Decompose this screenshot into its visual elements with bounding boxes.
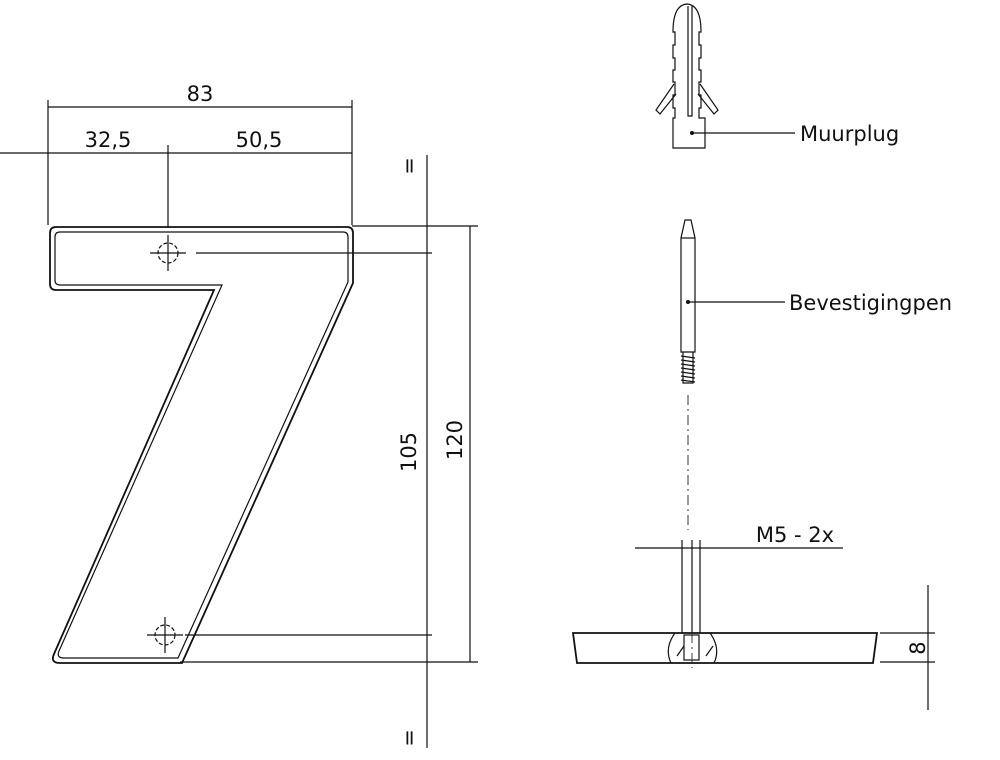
- fixing-pin-drawing: [680, 219, 785, 530]
- dim-base-thickness: 8: [906, 641, 930, 654]
- mounting-hole-top: [150, 235, 432, 271]
- dim-total-height: 120: [443, 420, 467, 460]
- equal-mark-top: =: [397, 157, 421, 175]
- label-wall-plug: Muurplug: [800, 122, 899, 146]
- mounting-hole-bottom: [147, 617, 432, 653]
- equal-mark-bottom: =: [397, 729, 421, 747]
- digit-seven-outline-outer: [49, 226, 354, 664]
- dim-right-offset: 50,5: [236, 128, 283, 152]
- width-dimension: 83 32,5 50,5: [0, 82, 353, 228]
- label-fixing-pin: Bevestigingpen: [789, 291, 952, 315]
- label-thread-size: M5 - 2x: [756, 523, 834, 547]
- digit-seven-outline-inner: [54, 231, 349, 659]
- dim-left-offset: 32,5: [85, 128, 132, 152]
- wall-plug-drawing: [655, 3, 795, 149]
- height-dimension: 105 120 = =: [180, 155, 478, 748]
- dim-total-width: 83: [187, 82, 214, 106]
- dim-hole-spacing: 105: [397, 432, 421, 472]
- base-section-drawing: [571, 540, 935, 710]
